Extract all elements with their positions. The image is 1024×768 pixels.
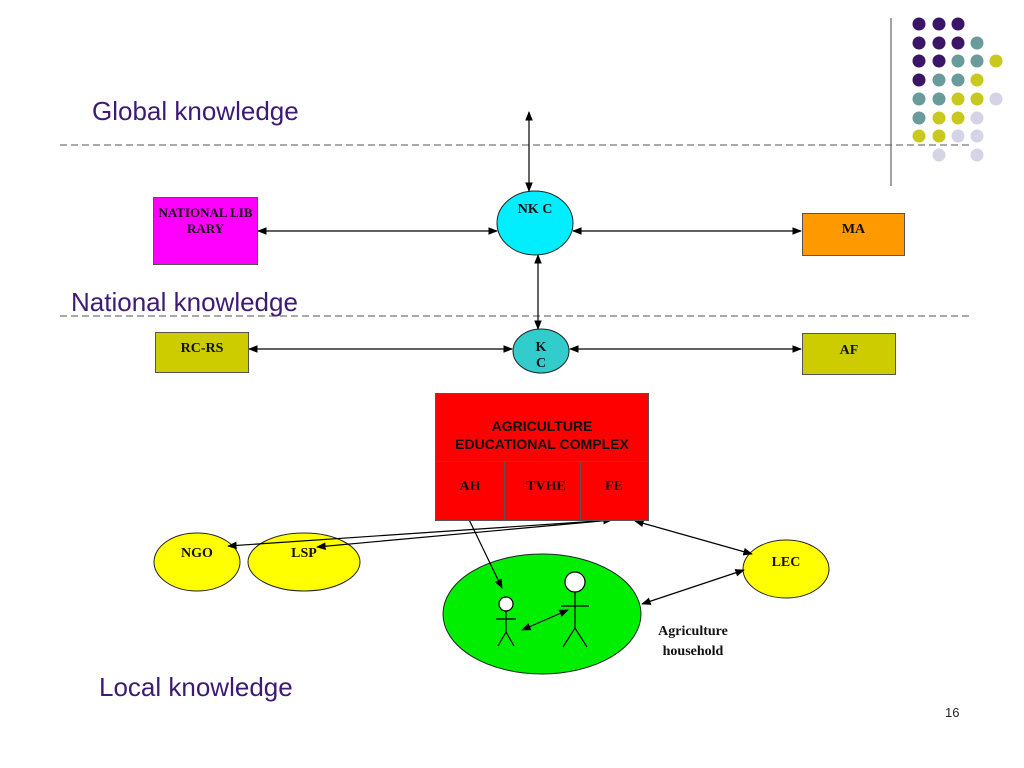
person-small-icon [496,596,516,647]
lec-node [742,539,830,599]
arrow-fe-ngo [227,516,613,550]
national-library-box: NATIONAL LIBRARY [153,197,258,265]
complex-col-divider-1 [504,461,505,520]
fe-label: FE [605,479,623,494]
lsp-node [247,532,361,592]
ngo-node [153,532,241,592]
ma-box: MA [802,213,905,256]
page-number: 16 [945,705,960,720]
household-node [442,553,642,675]
ngo-label: NGO [181,546,213,561]
decorative-dot-grid [912,17,1003,162]
af-label: AF [839,343,859,358]
arrow-fe-lsp [316,519,613,551]
af-box: AF [802,333,896,375]
complex-title: AGRICULTURE EDUCATIONAL COMPLEX [455,418,629,452]
complex-divider [436,461,648,462]
complex-col-divider-2 [580,461,581,520]
kc-label: K C [535,340,547,371]
arrow-complex-lec [634,519,753,556]
rc-rs-box: RC-RS [155,332,249,373]
lec-label: LEC [771,555,801,570]
heading-global-knowledge: Global knowledge [92,96,299,126]
arrow-household-lec [641,569,745,605]
heading-national-knowledge: National knowledge [71,287,298,317]
nkc-label: NK C [517,202,553,217]
ah-label: AH [459,479,481,494]
arrow-person-person [521,609,569,631]
person-large-icon [561,571,589,648]
agriculture-educational-complex: AGRICULTURE EDUCATIONAL COMPLEX AH TVHE … [435,393,649,521]
lsp-label: LSP [291,546,317,561]
rc-rs-label: RC-RS [180,341,224,356]
household-label: Agriculture household [658,624,728,659]
heading-local-knowledge: Local knowledge [99,672,293,702]
national-library-label: NATIONAL LIBRARY [158,205,253,236]
tvhe-label: TVHE [526,479,566,494]
ma-label: MA [841,222,866,237]
